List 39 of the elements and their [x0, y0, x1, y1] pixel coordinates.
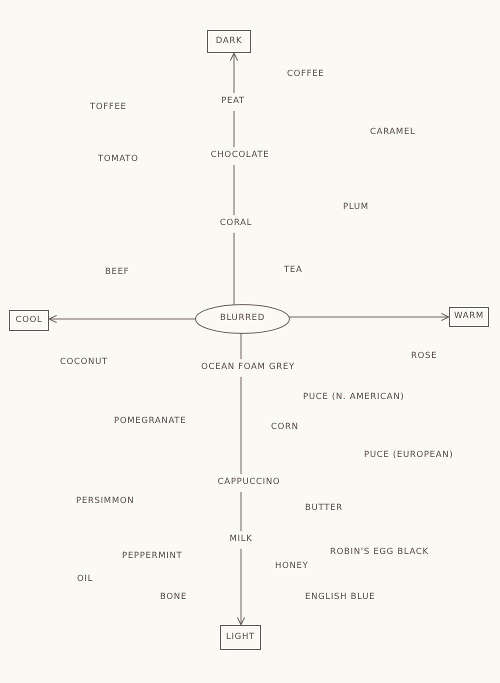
term-label: BEEF: [105, 268, 130, 278]
term-label: CORN: [271, 423, 299, 433]
term-label: COFFEE: [287, 70, 324, 80]
term-label: PLUM: [343, 203, 369, 213]
connector-line: [240, 332, 242, 360]
axis-term: CHOCOLATE: [210, 151, 270, 161]
term-label: CARAMEL: [370, 128, 416, 138]
term-label: ROSE: [411, 352, 438, 362]
axis-end-box: DARK: [207, 30, 251, 53]
arrow: [236, 548, 246, 626]
axis-end-box: LIGHT: [220, 625, 261, 650]
connector-line: [240, 376, 242, 475]
term-label: BUTTER: [305, 504, 343, 514]
center-ellipse: BLURRED: [195, 304, 290, 334]
term-label: TOMATO: [98, 155, 138, 165]
term-label: OIL: [77, 575, 94, 585]
axis-end-box: WARM: [449, 307, 489, 327]
term-label: POMEGRANATE: [114, 417, 186, 427]
axis-term: CORAL: [220, 219, 252, 229]
term-label: PERSIMMON: [76, 497, 134, 507]
term-label: TEA: [284, 266, 302, 276]
term-label: HONEY: [275, 562, 309, 572]
term-label: ENGLISH BLUE: [305, 593, 376, 603]
axis-end-box: COOL: [9, 310, 49, 331]
term-label: COCONUT: [60, 358, 108, 368]
axis-term: OCEAN FOAM GREY: [201, 363, 295, 373]
term-label: BONE: [160, 593, 187, 603]
term-label: PEPPERMINT: [122, 552, 182, 562]
arrow: [230, 52, 238, 94]
term-label: ROBIN'S EGG BLACK: [330, 548, 429, 558]
arrow: [48, 314, 196, 324]
arrow: [288, 312, 450, 322]
axis-term: MILK: [230, 535, 252, 545]
term-label: TOFFEE: [90, 103, 127, 113]
term-label: PUCE (N. AMERICAN): [303, 393, 404, 403]
term-label: PUCE (EUROPEAN): [364, 451, 454, 461]
axis-term: PEAT: [221, 97, 245, 107]
connector-line: [240, 491, 242, 532]
axis-term: CAPPUCCINO: [218, 478, 280, 488]
